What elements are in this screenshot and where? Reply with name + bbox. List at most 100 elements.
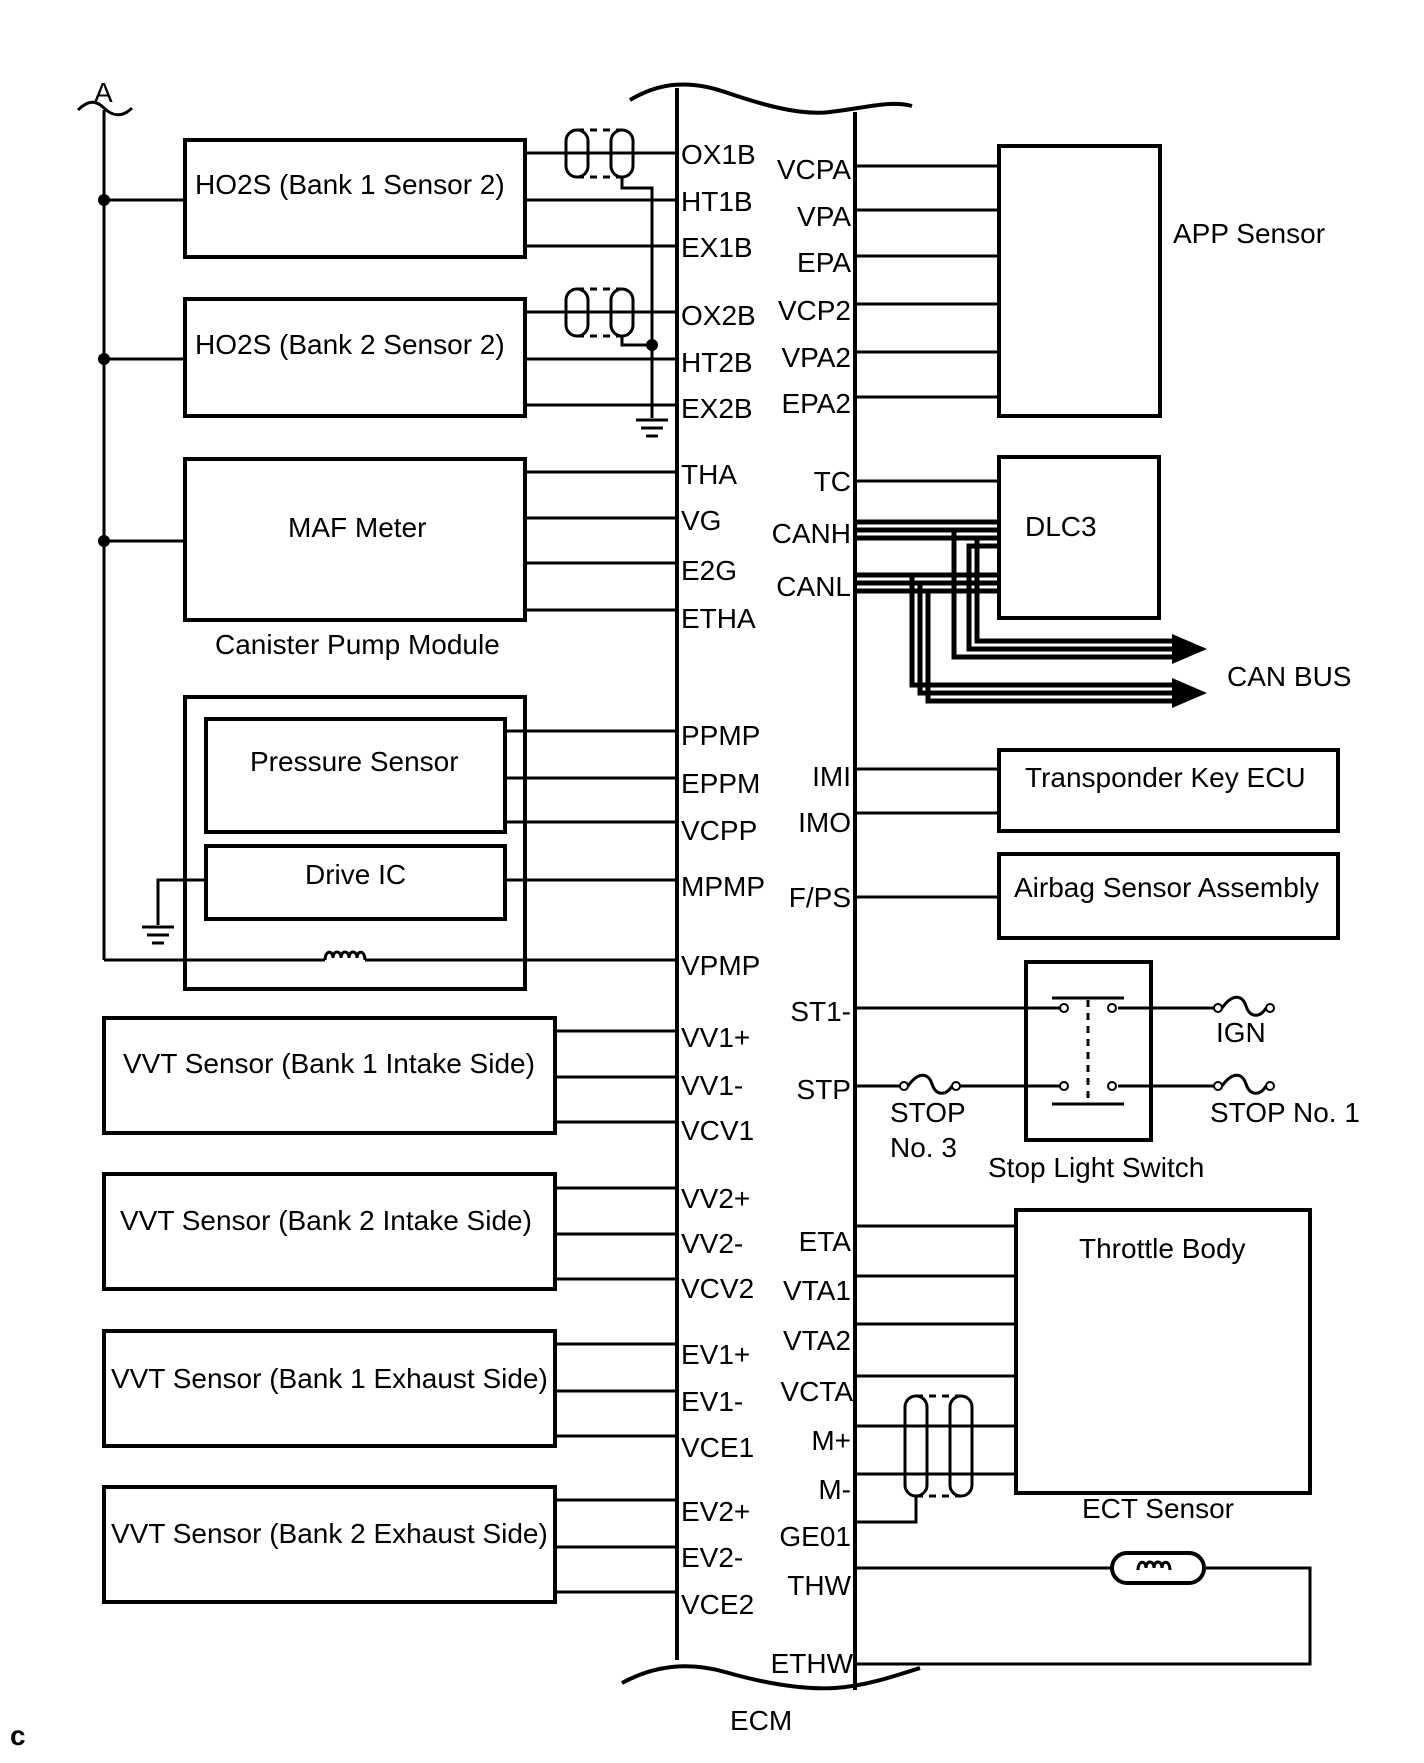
transponder-key-ecu: Transponder Key ECU bbox=[855, 748, 1340, 833]
ect-sensor-label: ECT Sensor bbox=[1082, 1493, 1234, 1524]
pin-ev1p: EV1+ bbox=[681, 1339, 750, 1370]
pressure-sensor-label: Pressure Sensor bbox=[250, 746, 459, 777]
ecm-left-pins: OX1B HT1B EX1B OX2B HT2B EX2B THA VG E2G… bbox=[681, 139, 765, 1620]
ign-label: IGN bbox=[1216, 1017, 1266, 1048]
pin-epa: EPA bbox=[797, 247, 851, 278]
pin-e2g: E2G bbox=[681, 555, 737, 586]
throttle-body-label: Throttle Body bbox=[1079, 1233, 1246, 1264]
stop-light-switch-label: Stop Light Switch bbox=[988, 1152, 1204, 1183]
pin-vpa: VPA bbox=[797, 201, 851, 232]
pin-imo: IMO bbox=[798, 807, 851, 838]
pin-vv2m: VV2- bbox=[681, 1228, 743, 1259]
ecm-label: ECM bbox=[730, 1705, 792, 1736]
ect-sensor: ECT Sensor bbox=[855, 1493, 1312, 1666]
canister-pump-module: Canister Pump Module Pressure Sensor Dri… bbox=[104, 629, 677, 991]
app-sensor-label: APP Sensor bbox=[1173, 218, 1325, 249]
vvt-b1-exhaust-label: VVT Sensor (Bank 1 Exhaust Side) bbox=[111, 1363, 548, 1394]
canister-pump-module-label: Canister Pump Module bbox=[215, 629, 500, 660]
net-a-label: A bbox=[94, 77, 113, 108]
vvt-bank2-exhaust: VVT Sensor (Bank 2 Exhaust Side) bbox=[102, 1485, 677, 1604]
pin-ev2m: EV2- bbox=[681, 1542, 743, 1573]
pin-vpa2: VPA2 bbox=[781, 342, 851, 373]
pin-ev1m: EV1- bbox=[681, 1386, 743, 1417]
pin-eppm: EPPM bbox=[681, 768, 760, 799]
pin-eta: ETA bbox=[799, 1226, 852, 1257]
pin-vcpa: VCPA bbox=[777, 154, 851, 185]
pin-mpmp: MPMP bbox=[681, 871, 765, 902]
dlc3-label: DLC3 bbox=[1025, 511, 1097, 542]
vvt-bank1-exhaust: VVT Sensor (Bank 1 Exhaust Side) bbox=[102, 1329, 677, 1448]
pin-vpmp: VPMP bbox=[681, 950, 760, 981]
ho2s-b1s2-label: HO2S (Bank 1 Sensor 2) bbox=[195, 169, 505, 200]
pin-ht1b: HT1B bbox=[681, 186, 753, 217]
pin-epa2: EPA2 bbox=[781, 388, 851, 419]
pin-vce1: VCE1 bbox=[681, 1432, 754, 1463]
pin-vg: VG bbox=[681, 505, 721, 536]
vvt-b2-intake-label: VVT Sensor (Bank 2 Intake Side) bbox=[120, 1205, 532, 1236]
stop-fuse-label-line2: No. 3 bbox=[890, 1132, 957, 1163]
ho2s-bank2-sensor2: HO2S (Bank 2 Sensor 2) bbox=[183, 287, 677, 418]
stop-no3-fuse-icon bbox=[899, 1073, 961, 1095]
pin-tc: TC bbox=[814, 466, 851, 497]
pin-tha: THA bbox=[681, 459, 737, 490]
pin-thw: THW bbox=[787, 1570, 851, 1601]
vvt-bank2-intake: VVT Sensor (Bank 2 Intake Side) bbox=[102, 1172, 677, 1291]
pin-ex1b: EX1B bbox=[681, 232, 753, 263]
pin-vta2: VTA2 bbox=[783, 1325, 851, 1356]
ground-symbol-shield bbox=[636, 418, 668, 438]
pin-vv2p: VV2+ bbox=[681, 1183, 750, 1214]
pin-vcta: VCTA bbox=[780, 1376, 853, 1407]
drive-ic-label: Drive IC bbox=[305, 859, 406, 890]
airbag-sensor-assembly-label: Airbag Sensor Assembly bbox=[1014, 872, 1319, 903]
can-bus-lines: CAN BUS bbox=[855, 519, 1351, 708]
pin-st1m: ST1- bbox=[790, 996, 851, 1027]
pin-fps: F/PS bbox=[789, 882, 851, 913]
pin-vcpp: VCPP bbox=[681, 815, 757, 846]
stop-no1-fuse-icon bbox=[1213, 1073, 1275, 1095]
pin-vta1: VTA1 bbox=[783, 1275, 851, 1306]
pin-vce2: VCE2 bbox=[681, 1589, 754, 1620]
stop-fuse-label-line1: STOP bbox=[890, 1097, 966, 1128]
pin-mplus: M+ bbox=[811, 1425, 851, 1456]
ign-fuse-icon bbox=[1213, 995, 1275, 1017]
pin-vcv1: VCV1 bbox=[681, 1115, 754, 1146]
ecm-right-pins: VCPA VPA EPA VCP2 VPA2 EPA2 TC CANH CANL… bbox=[771, 154, 854, 1679]
vvt-b1-intake-label: VVT Sensor (Bank 1 Intake Side) bbox=[123, 1048, 535, 1079]
pin-ethw: ETHW bbox=[771, 1648, 854, 1679]
ho2s-b2s2-label: HO2S (Bank 2 Sensor 2) bbox=[195, 329, 505, 360]
pin-ox1b: OX1B bbox=[681, 139, 756, 170]
can-bus-label: CAN BUS bbox=[1227, 661, 1351, 692]
pin-vv1p: VV1+ bbox=[681, 1022, 750, 1053]
throttle-body: Throttle Body bbox=[855, 1208, 1312, 1524]
maf-meter: MAF Meter bbox=[183, 457, 677, 622]
pin-ex2b: EX2B bbox=[681, 393, 753, 424]
pump-motor-coil-icon bbox=[323, 950, 367, 961]
pin-ge01: GE01 bbox=[779, 1521, 851, 1552]
pin-mminus: M- bbox=[818, 1474, 851, 1505]
ect-thermistor-icon bbox=[1136, 1560, 1172, 1571]
pin-vcp2: VCP2 bbox=[778, 295, 851, 326]
stop-no1-label: STOP No. 1 bbox=[1210, 1097, 1360, 1128]
pin-ev2p: EV2+ bbox=[681, 1496, 750, 1527]
vvt-bank1-intake: VVT Sensor (Bank 1 Intake Side) bbox=[102, 1016, 677, 1135]
pin-vv1m: VV1- bbox=[681, 1070, 743, 1101]
ho2s-bank1-sensor2: HO2S (Bank 1 Sensor 2) bbox=[183, 128, 677, 345]
app-sensor: APP Sensor bbox=[855, 144, 1325, 418]
supply-bus-a: A bbox=[76, 77, 185, 960]
pin-ht2b: HT2B bbox=[681, 347, 753, 378]
ecm: ECM bbox=[621, 82, 921, 1736]
pin-imi: IMI bbox=[812, 761, 851, 792]
stop-light-switch: Stop Light Switch STOP No. 3 IGN bbox=[855, 960, 1360, 1183]
pin-ox2b: OX2B bbox=[681, 300, 756, 331]
pin-etha: ETHA bbox=[681, 603, 756, 634]
pin-canh: CANH bbox=[772, 518, 851, 549]
pin-stp: STP bbox=[797, 1074, 851, 1105]
maf-meter-label: MAF Meter bbox=[288, 512, 426, 543]
vvt-b2-exhaust-label: VVT Sensor (Bank 2 Exhaust Side) bbox=[111, 1518, 548, 1549]
pin-ppmp: PPMP bbox=[681, 720, 760, 751]
transponder-key-ecu-label: Transponder Key ECU bbox=[1025, 762, 1306, 793]
pin-vcv2: VCV2 bbox=[681, 1273, 754, 1304]
pin-canl: CANL bbox=[776, 571, 851, 602]
airbag-sensor-assembly: Airbag Sensor Assembly bbox=[855, 852, 1340, 940]
